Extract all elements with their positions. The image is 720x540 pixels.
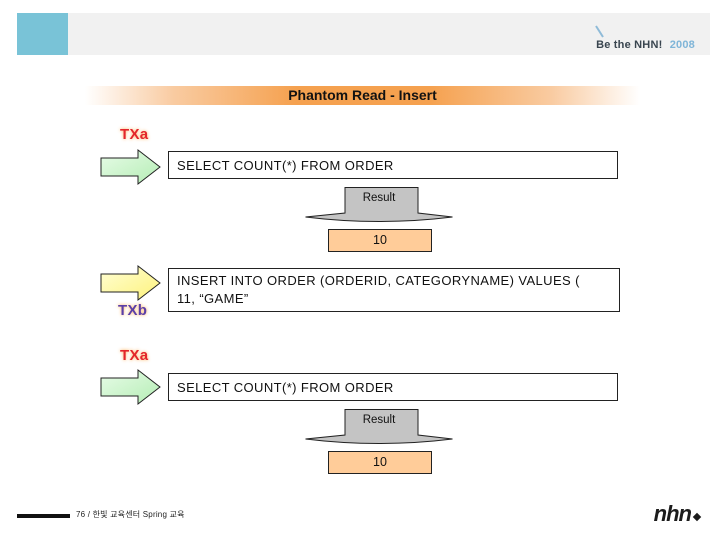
sql-box-select-1: SELECT COUNT(*) FROM ORDER (168, 151, 618, 179)
nhn-logo-text: nhn (653, 501, 692, 526)
tx-b-label: TXb (118, 302, 148, 319)
brand-year: 2008 (669, 39, 695, 51)
sql-box-insert: INSERT INTO ORDER (ORDERID, CATEGORYNAME… (168, 268, 620, 312)
sql-box-select-2: SELECT COUNT(*) FROM ORDER (168, 373, 618, 401)
result-label-2: Result (362, 414, 396, 426)
footer-divider (17, 514, 70, 518)
slide-title: Phantom Read - Insert (85, 86, 640, 105)
brand-tick-icon (595, 25, 604, 38)
insert-sql-line-2: 11, “GAME” (177, 291, 249, 306)
insert-sql-line-1: INSERT INTO ORDER (ORDERID, CATEGORYNAME… (177, 273, 580, 288)
footer-page-info: 76 / 한빛 교육센터 Spring 교육 (76, 510, 185, 519)
tx-a-label-2: TXa (120, 347, 149, 364)
result-value-box-2: 10 (328, 451, 432, 474)
tx-a-label-1: TXa (120, 126, 149, 143)
tx-a-arrow-icon-2 (100, 368, 161, 406)
result-down-arrow-icon-2 (305, 409, 453, 445)
nhn-logo: nhn (653, 501, 702, 527)
result-arrow-2: Result (305, 409, 453, 445)
result-arrow-1: Result (305, 187, 453, 223)
brand-text: Be the NHN! (596, 39, 663, 51)
header-accent-square (17, 13, 68, 55)
result-value-box-1: 10 (328, 229, 432, 252)
result-down-arrow-icon-1 (305, 187, 453, 223)
tx-a-arrow-icon-1 (100, 148, 161, 186)
header-bar (17, 13, 710, 55)
nhn-logo-dot-icon (692, 512, 702, 522)
brand: Be the NHN! 2008 (596, 39, 695, 51)
tx-b-arrow-icon (100, 264, 161, 302)
result-label-1: Result (362, 192, 396, 204)
